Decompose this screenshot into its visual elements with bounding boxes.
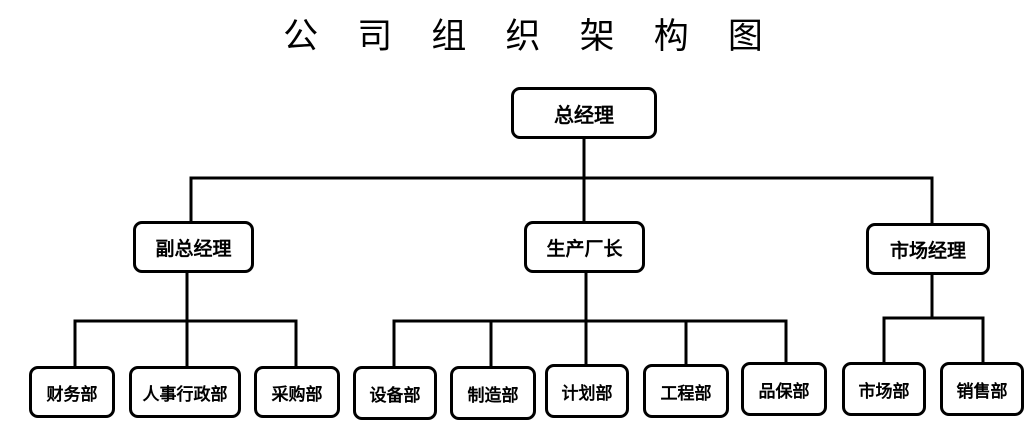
node-manufacturing-dept: 制造部	[450, 366, 536, 420]
chart-title: 公 司 组 织 架 构 图	[283, 17, 777, 57]
node-plant-director: 生产厂长	[524, 221, 645, 273]
node-equipment-dept: 设备部	[353, 366, 437, 420]
node-engineering-dept: 工程部	[643, 364, 729, 418]
node-purchasing-dept: 采购部	[254, 366, 340, 418]
node-market-dept: 市场部	[842, 362, 926, 416]
node-planning-dept: 计划部	[545, 364, 629, 418]
node-finance-dept: 财务部	[29, 366, 115, 418]
node-sales-dept: 销售部	[940, 362, 1024, 416]
node-marketing-manager: 市场经理	[866, 223, 990, 275]
node-general-manager: 总经理	[511, 87, 657, 139]
node-hr-admin-dept: 人事行政部	[129, 366, 241, 418]
node-quality-dept: 品保部	[741, 362, 827, 416]
node-deputy-general-manager: 副总经理	[133, 221, 254, 273]
